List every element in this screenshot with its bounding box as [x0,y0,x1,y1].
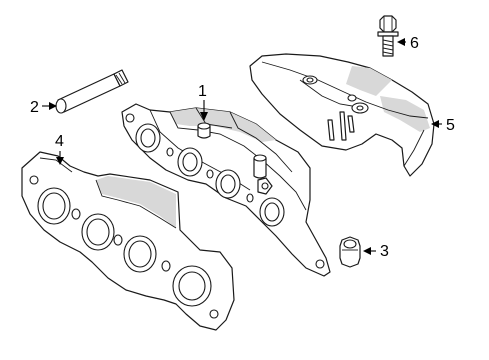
bolt-part-6 [377,15,399,57]
callout-label-5: 5 [446,117,455,134]
arrowhead-5 [431,120,439,128]
arrowhead-2 [49,102,57,110]
manifold-part-1 [121,103,331,277]
gasket-part-4 [21,151,235,331]
callout-label-2: 2 [30,99,39,116]
heat-shield-part-5 [249,53,435,177]
callout-label-1: 1 [198,83,207,100]
callout-4: 4 [55,133,64,165]
arrowhead-4 [56,157,64,165]
callout-label-4: 4 [55,133,64,150]
callout-label-6: 6 [410,35,419,52]
stud-part-2 [55,69,129,114]
callout-1: 1 [198,83,208,121]
callout-3: 3 [363,243,389,260]
callout-5: 5 [431,117,455,134]
nut-part-3 [339,236,361,268]
callout-2: 2 [30,99,57,116]
callout-label-3: 3 [380,243,389,260]
callout-6: 6 [397,35,419,52]
arrowhead-6 [397,38,405,46]
arrowhead-1 [200,112,208,121]
arrowhead-3 [363,247,371,255]
